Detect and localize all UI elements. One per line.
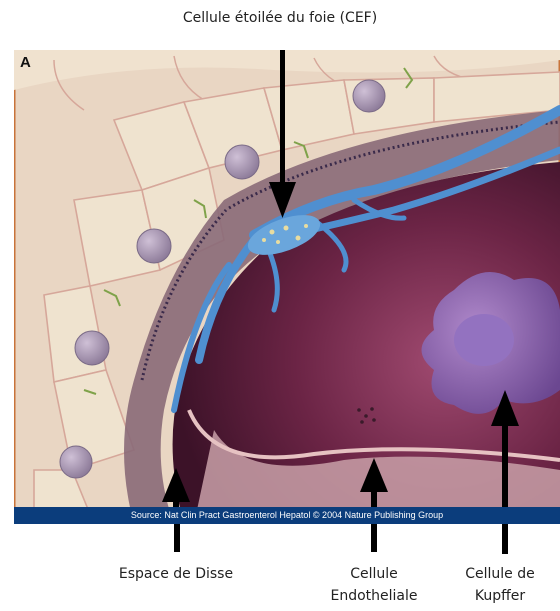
label-cellule-endo-1: Cellule	[314, 566, 434, 582]
title-label: Cellule étoilée du foie (CEF)	[0, 10, 560, 26]
label-espace-disse: Espace de Disse	[76, 566, 276, 582]
label-cellule-endo-2: Endotheliale	[314, 588, 434, 604]
liver-illustration	[14, 50, 560, 524]
label-kupffer-1: Cellule de	[440, 566, 560, 582]
panel-letter: A	[20, 54, 31, 71]
arrow-stem-disse	[174, 524, 180, 552]
arrow-stem-endothelial	[371, 524, 377, 552]
arrow-stem-kupffer	[502, 524, 508, 554]
source-caption: Source: Nat Clin Pract Gastroenterol Hep…	[14, 507, 560, 524]
label-kupffer-2: Kupffer	[440, 588, 560, 604]
